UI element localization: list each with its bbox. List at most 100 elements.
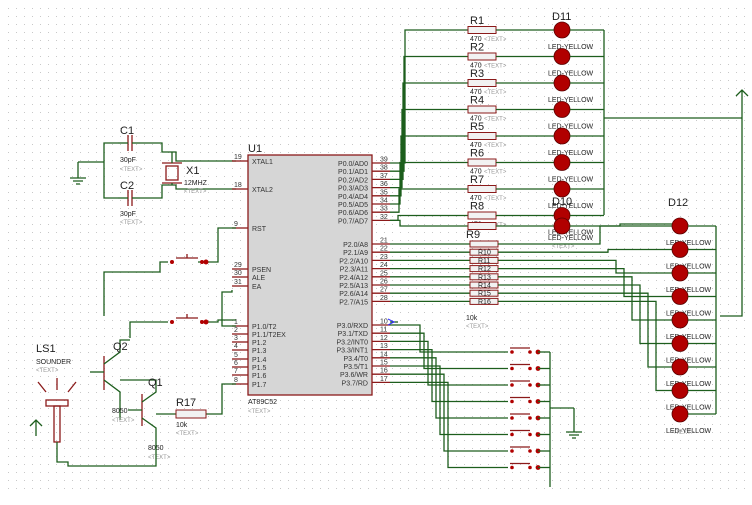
resistor-value: 470 (470, 142, 482, 149)
resistor-r2[interactable] (467, 52, 497, 61)
led-indicator[interactable] (553, 74, 571, 92)
resistor-text-placeholder: <TEXT> (484, 90, 507, 96)
push-button-2[interactable] (170, 314, 209, 325)
led-wire (570, 223, 680, 227)
switch-contact (528, 383, 532, 387)
resistor-r7[interactable] (467, 185, 497, 193)
mcu-pin-name: P0.0/AD0 (338, 161, 368, 168)
push-button-1[interactable] (170, 254, 209, 265)
q2-label: Q2 (113, 341, 128, 353)
resistor-r1[interactable] (467, 26, 497, 34)
mcu-pin-number: 25 (380, 270, 388, 277)
switch-contact (510, 416, 514, 420)
led-indicator[interactable] (671, 382, 689, 399)
resistor-r6[interactable] (467, 158, 497, 167)
switch-contact (510, 383, 514, 387)
led-indicator[interactable] (553, 101, 571, 118)
led-label: LED-YELLOW (548, 203, 594, 210)
led-label: LED-YELLOW (548, 97, 594, 104)
mcu-pin-number: 1 (234, 319, 238, 326)
x1-text-placeholder: <TEXT> (184, 189, 207, 195)
mcu-pin-number: 32 (380, 214, 388, 221)
led-indicator[interactable] (553, 21, 571, 39)
led-ref: D11 (552, 11, 571, 23)
transistor-q1[interactable] (120, 379, 236, 440)
resistor-label: R7 (470, 174, 484, 186)
led-indicator[interactable] (671, 241, 689, 258)
led-text-placeholder: <TEXT> (672, 430, 695, 436)
mcu-pin-number: 29 (234, 262, 242, 269)
mcu-pin-number: 28 (380, 295, 388, 302)
ls1-text-placeholder: <TEXT> (36, 368, 59, 374)
resistor-value: 470 (470, 116, 482, 123)
mcu-pin-number: 34 (380, 198, 388, 205)
resistor-value: 470 (470, 195, 482, 202)
led-indicator[interactable] (553, 217, 571, 235)
mcu-pin-name: P0.4/AD4 (338, 194, 368, 201)
switch-contact (528, 432, 532, 437)
led-text-placeholder: <TEXT> (552, 244, 575, 250)
oscillator-circuit (70, 135, 236, 206)
q1-label: Q1 (148, 377, 163, 389)
resistor-pack-label: R16 (478, 299, 491, 306)
mcu-pin-number: 19 (234, 154, 242, 161)
mcu-text-placeholder: <TEXT> (248, 409, 271, 415)
resistor-label: R6 (470, 148, 484, 160)
resistor-r4[interactable] (467, 105, 497, 114)
led-indicator[interactable] (671, 217, 689, 235)
resistor-label: R4 (470, 95, 484, 107)
mcu-pin-name: P3.3/INT1 (336, 348, 368, 355)
p3-wire (390, 332, 508, 370)
led-indicator[interactable] (553, 48, 571, 65)
resistor-pack-label: R11 (478, 258, 490, 265)
resistor-r5[interactable] (467, 132, 497, 140)
resistor-r3[interactable] (467, 79, 497, 87)
p0-wire (390, 108, 468, 189)
mcu-pin-name: P1.1/T2EX (252, 332, 286, 339)
switch-contact (510, 399, 514, 404)
mcu-pin-number: 37 (380, 173, 388, 180)
led-indicator[interactable] (553, 154, 571, 171)
led-label: LED-YELLOW (666, 428, 712, 435)
mcu-pin-name: XTAL2 (252, 187, 273, 194)
mcu-pin-number: 18 (234, 182, 242, 189)
resistor-r8[interactable] (467, 211, 497, 220)
r17-value: 10k (176, 422, 188, 429)
mcu-pin-number: 31 (234, 279, 242, 286)
ls1-value: SOUNDER (36, 359, 71, 366)
p0-wire (390, 82, 468, 181)
resistor-value: 470 (470, 36, 482, 43)
top-led-bank: R1470<TEXT>LED-YELLOWD11R2470<TEXT>LED-Y… (390, 11, 680, 250)
mcu-pin-number: 16 (380, 368, 388, 375)
resistor-r17[interactable] (175, 409, 207, 419)
led-indicator[interactable] (671, 405, 689, 423)
resistor-label: R1 (470, 15, 484, 27)
p3-wire (390, 340, 508, 386)
resistor-pack-element[interactable] (469, 240, 499, 248)
p2-led-wire (498, 225, 672, 245)
led-label: LED-YELLOW (548, 150, 594, 157)
resistor-text-placeholder: <TEXT> (484, 143, 507, 149)
transistor-q2[interactable] (90, 339, 130, 420)
led-indicator[interactable] (671, 335, 689, 352)
led-ref: D10 (552, 196, 572, 208)
mcu-pin-number: 12 (380, 335, 388, 342)
led-indicator[interactable] (553, 180, 571, 198)
mcu-pin-name: RST (252, 226, 267, 233)
led-indicator[interactable] (671, 358, 689, 376)
led-indicator[interactable] (671, 288, 689, 305)
mcu-chip[interactable] (247, 154, 373, 396)
mcu-pin-name: P2.4/A12 (339, 275, 368, 282)
p2-led-wire (498, 259, 672, 274)
switch-contact (510, 432, 514, 437)
led-label: LED-YELLOW (666, 405, 712, 412)
led-indicator[interactable] (671, 311, 689, 329)
mcu-pin-name: P0.7/AD7 (338, 218, 368, 225)
led-indicator[interactable] (553, 127, 571, 145)
mcu-pin-name: P1.5 (252, 365, 267, 372)
led-label: LED-YELLOW (548, 71, 594, 78)
led-indicator[interactable] (671, 264, 689, 282)
mcu-pin-number: 21 (380, 238, 388, 245)
r9-value: 10k (466, 315, 478, 322)
